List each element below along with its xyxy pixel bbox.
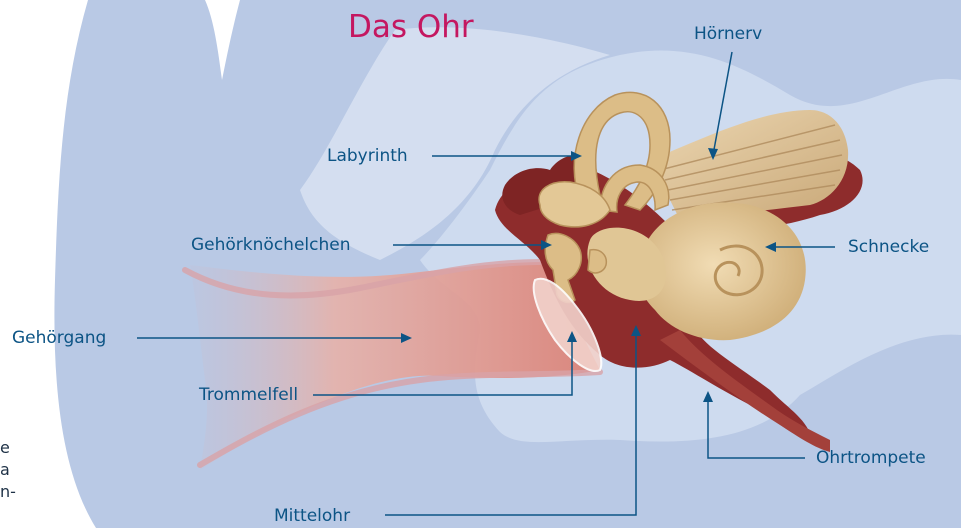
left-edge-text-1: e: [0, 440, 10, 456]
label-ohrtrompete: Ohrtrompete: [816, 450, 926, 467]
diagram-title: Das Ohr: [348, 12, 474, 43]
label-mittelohr: Mittelohr: [274, 508, 350, 525]
label-gehoerknoechelchen: Gehörknöchelchen: [191, 237, 350, 254]
left-edge-text-3: n-: [0, 484, 16, 500]
label-gehoergang: Gehörgang: [12, 330, 106, 347]
label-hoernerv: Hörnerv: [694, 26, 762, 43]
left-edge-text-2: a: [0, 462, 10, 478]
label-trommelfell: Trommelfell: [199, 387, 298, 404]
label-labyrinth: Labyrinth: [327, 148, 408, 165]
label-schnecke: Schnecke: [848, 239, 929, 256]
